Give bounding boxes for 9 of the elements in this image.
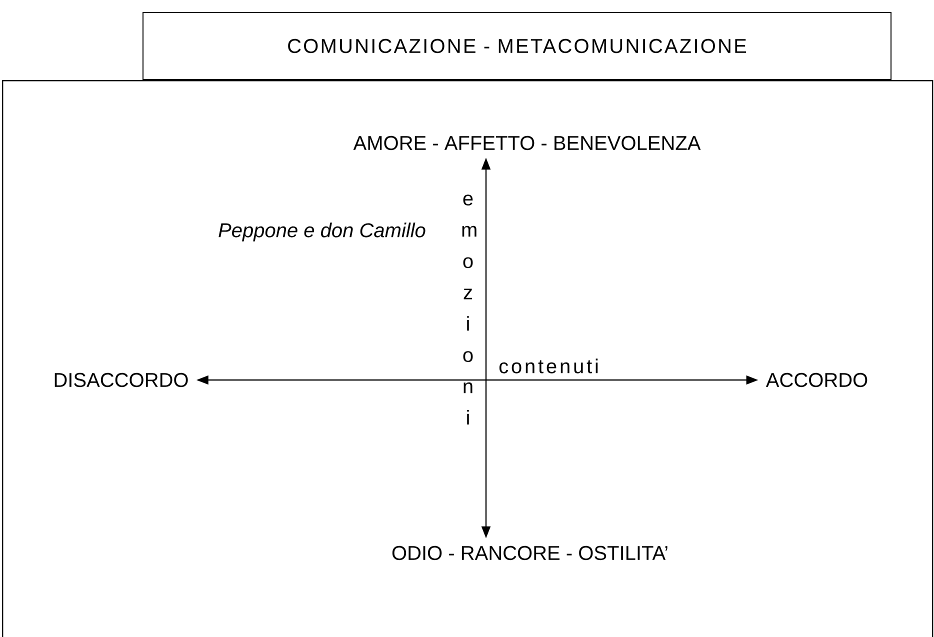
axis-label: contenuti [499, 358, 598, 374]
axis-end-label: ACCORDO [766, 372, 868, 388]
axis-label: emozioni [462, 194, 476, 424]
axis-end-label: AMORE - AFFETTO - BENEVOLENZA [353, 136, 701, 150]
axis-end-label: ODIO - RANCORE - OSTILITA’ [392, 546, 668, 560]
title-box: COMUNICAZIONE - METACOMUNICAZIONE [142, 12, 892, 80]
caption-text: Peppone e don Camillo [218, 222, 426, 242]
frame-box [2, 80, 934, 637]
axis-end-label: DISACCORDO [54, 372, 188, 388]
